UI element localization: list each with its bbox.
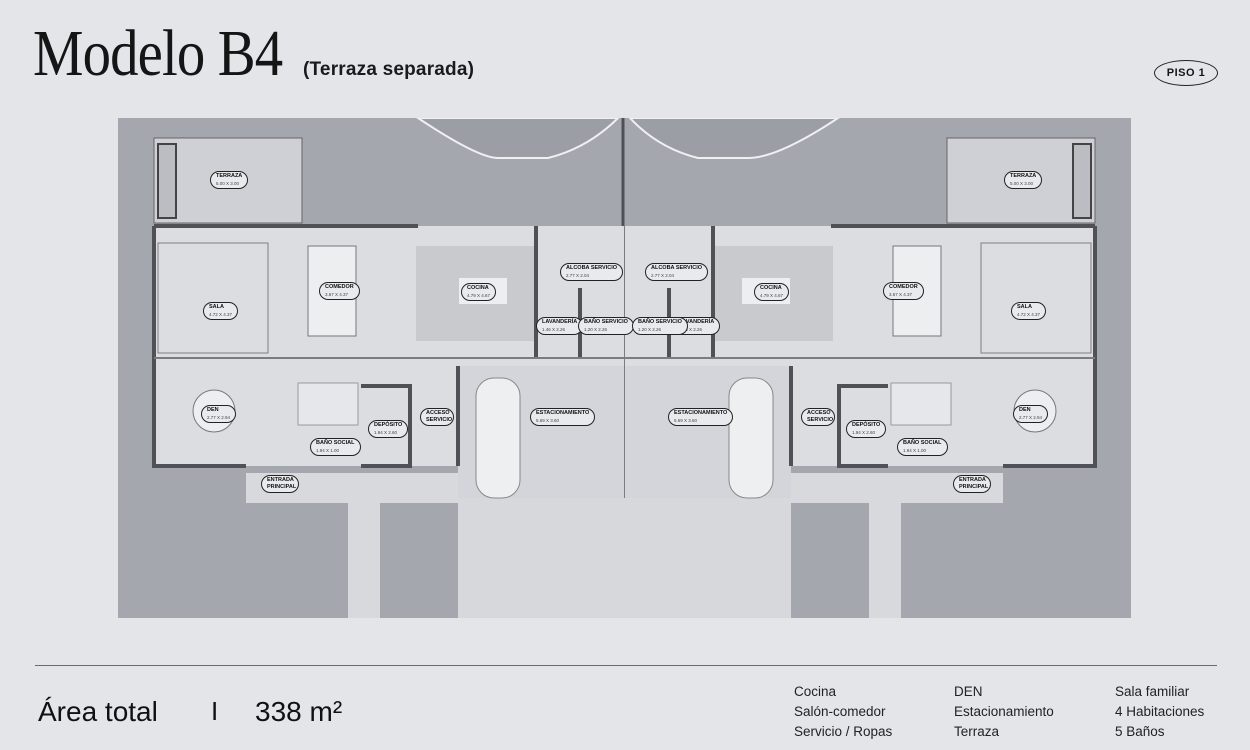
feature-item: 5 Baños [1115, 724, 1165, 739]
footer-divider [35, 665, 1217, 666]
feature-item: Salón-comedor [794, 704, 886, 719]
page-subtitle: (Terraza separada) [303, 59, 475, 80]
room-label: ACCESO SERVICIO [801, 408, 835, 426]
area-label: Área total [38, 696, 158, 727]
features-column-3: Sala familiar 4 Habitaciones 5 Baños [1115, 682, 1204, 742]
room-label: ENTRADA PRINCIPAL [261, 475, 299, 493]
features-column-2: DEN Estacionamiento Terraza [954, 682, 1054, 742]
feature-item: Terraza [954, 724, 1000, 739]
room-label: ACCESO SERVICIO [420, 408, 454, 426]
floor-plan-drawing [152, 118, 1097, 618]
features-column-1: Cocina Salón-comedor Servicio / Ropas [794, 682, 892, 742]
room-label: ENTRADA PRINCIPAL [953, 475, 991, 493]
feature-item: Sala familiar [1115, 684, 1190, 699]
area-value: 338 m² [255, 696, 343, 727]
feature-item: Servicio / Ropas [794, 724, 893, 739]
feature-item: Cocina [794, 684, 837, 699]
page-title: Modelo B4 [33, 17, 283, 90]
floor-badge: PISO 1 [1154, 60, 1218, 86]
feature-item: DEN [954, 684, 983, 699]
area-separator: I [211, 696, 219, 726]
feature-item: Estacionamiento [954, 704, 1054, 719]
feature-item: 4 Habitaciones [1115, 704, 1205, 719]
